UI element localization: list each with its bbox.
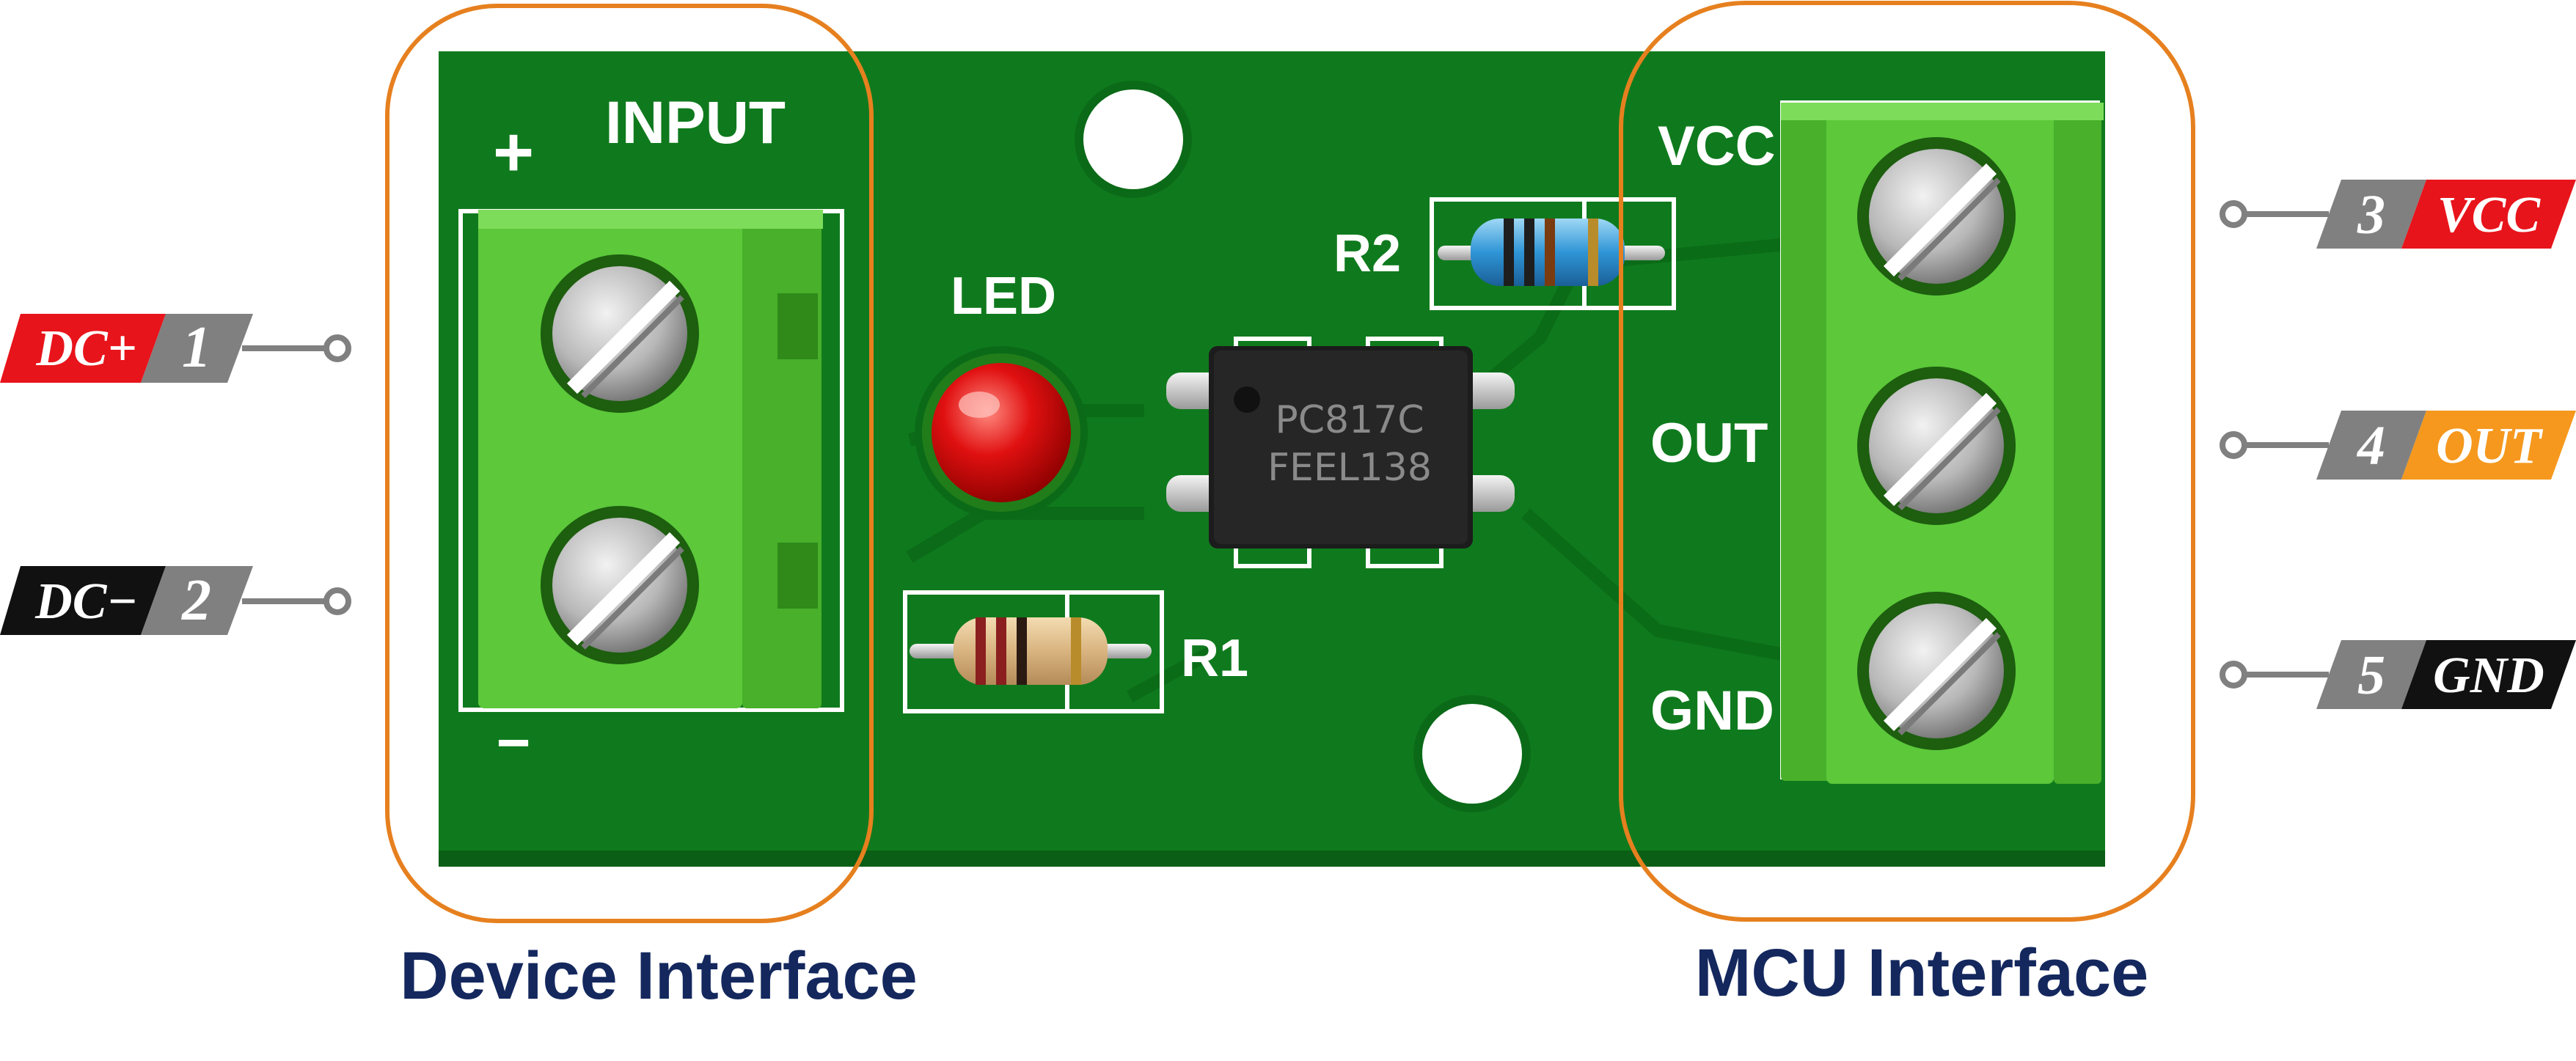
pin-4-name-tag <box>2401 411 2576 480</box>
pin-2-name: DC− <box>34 573 138 630</box>
out-label: OUT <box>1650 412 1768 474</box>
input-label: INPUT <box>605 89 786 156</box>
device-interface-caption: Device Interface <box>400 939 918 1013</box>
screw-input-plus <box>541 254 699 413</box>
device-interface-highlight <box>385 4 874 923</box>
mounting-hole-bottom <box>1413 695 1531 812</box>
pin-5-number: 5 <box>2357 645 2385 706</box>
r1-outline <box>903 590 1164 713</box>
pin-callout-2: DC− 2 <box>0 566 351 635</box>
pin-callout-3: 3 VCC <box>2220 180 2576 249</box>
mcu-interface-highlight <box>1619 1 2195 922</box>
pin-2-name-tag <box>0 566 166 635</box>
pin-5-name-tag <box>2401 640 2576 709</box>
optocoupler-chip: PC817C FEEL138 <box>1166 337 1515 568</box>
pin-1-name-tag <box>0 314 166 383</box>
pin-2-number: 2 <box>181 568 211 633</box>
vcc-label: VCC <box>1658 115 1775 177</box>
chip-marking-2: FEEL138 <box>1267 446 1432 490</box>
gnd-label: GND <box>1650 680 1774 742</box>
r1-label: R1 <box>1181 629 1248 688</box>
pin-3-name-tag <box>2401 180 2576 249</box>
screw-input-minus <box>541 506 699 664</box>
pin-2-number-tag <box>141 566 253 635</box>
r2-outline <box>1430 197 1676 310</box>
r1-resistor <box>910 617 1152 685</box>
mounting-hole-top <box>1075 81 1192 198</box>
plus-sign: + <box>493 113 534 191</box>
pin-3-name: VCC <box>2437 187 2541 243</box>
pin-callout-4: 4 OUT <box>2220 411 2576 480</box>
pin-4-name: OUT <box>2436 418 2544 474</box>
mcu-interface-caption: MCU Interface <box>1695 936 2149 1010</box>
r2-label: R2 <box>1333 224 1401 283</box>
pin-callout-5: 5 GND <box>2220 640 2576 709</box>
screw-gnd <box>1857 592 2016 750</box>
minus-sign: − <box>497 710 531 775</box>
pin-3-number-tag <box>2316 180 2426 249</box>
screw-out <box>1857 367 2016 525</box>
chip-marking-1: PC817C <box>1275 398 1424 442</box>
led-label: LED <box>951 267 1056 326</box>
pin-5-number-tag <box>2316 640 2426 709</box>
pin-callout-1: DC+ 1 <box>0 314 351 383</box>
pin-5-name: GND <box>2433 647 2544 704</box>
led-component <box>915 346 1088 519</box>
pin-3-number: 3 <box>2357 184 2385 246</box>
screw-vcc <box>1857 137 2016 295</box>
pin-4-number-tag <box>2316 411 2426 480</box>
pin-4-number: 4 <box>2356 415 2385 477</box>
pin-1-name: DC+ <box>35 320 136 377</box>
pin-1-number: 1 <box>182 315 211 380</box>
pin-1-number-tag <box>141 314 253 383</box>
r2-resistor <box>1438 219 1665 286</box>
pcb-edge-shade <box>439 851 2105 867</box>
